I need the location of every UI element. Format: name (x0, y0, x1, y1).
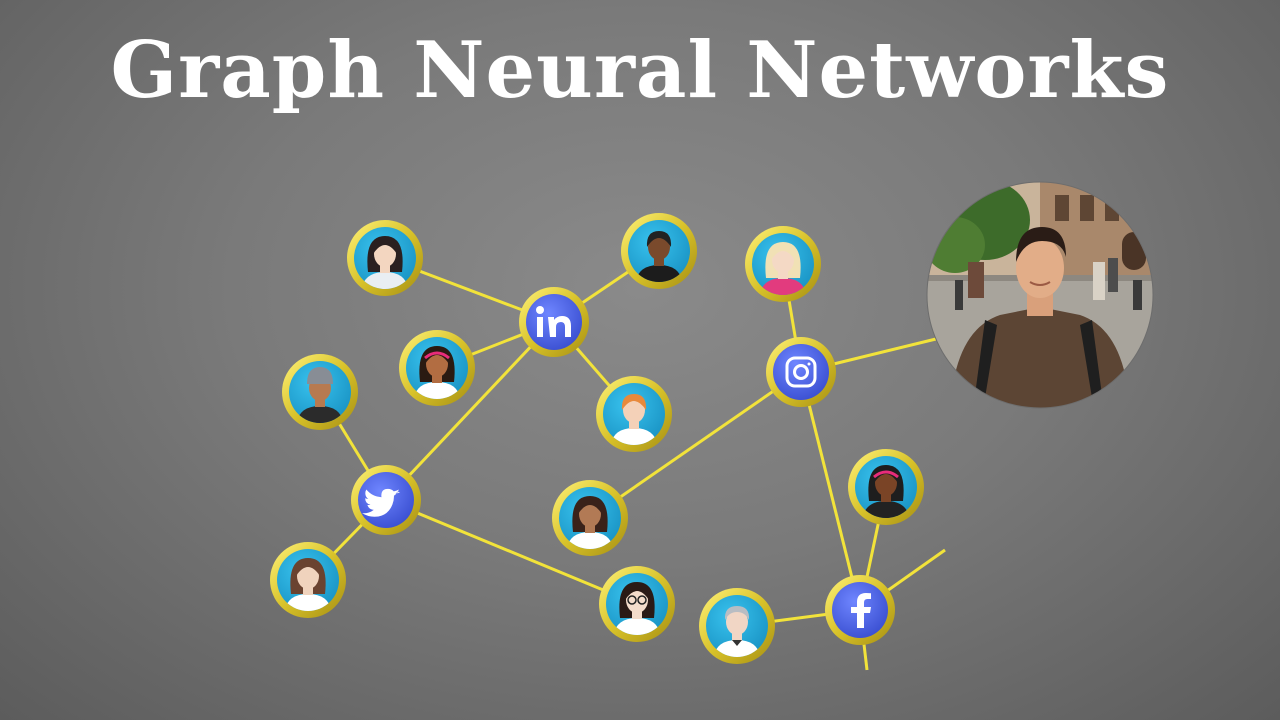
page-title: Graph Neural Networks (110, 25, 1170, 116)
instagram-node (766, 337, 836, 407)
person-node-p8 (848, 449, 924, 525)
people-nodes (270, 213, 924, 664)
twitter-node (351, 465, 421, 535)
edge (799, 371, 862, 611)
person-node-p3 (399, 330, 475, 406)
linkedin-icon (536, 306, 571, 337)
person-node-p7 (552, 480, 628, 556)
instagram-icon (785, 356, 817, 388)
presenter-photo-icon (926, 181, 1154, 409)
person-node-p9 (270, 542, 346, 618)
presenter-photo (926, 181, 1154, 409)
edge (385, 498, 638, 606)
linkedin-node (519, 287, 589, 357)
twitter-bird-icon (362, 488, 401, 517)
person-node-p1 (347, 220, 423, 296)
facebook-icon (851, 593, 871, 628)
person-node-p11 (699, 588, 775, 664)
person-node-p6 (282, 354, 358, 430)
person-node-p2 (621, 213, 697, 289)
facebook-node (825, 575, 895, 645)
person-node-p4 (596, 376, 672, 452)
edge (589, 370, 802, 520)
person-node-p5 (745, 226, 821, 302)
edge (384, 320, 556, 502)
person-node-p10 (599, 566, 675, 642)
